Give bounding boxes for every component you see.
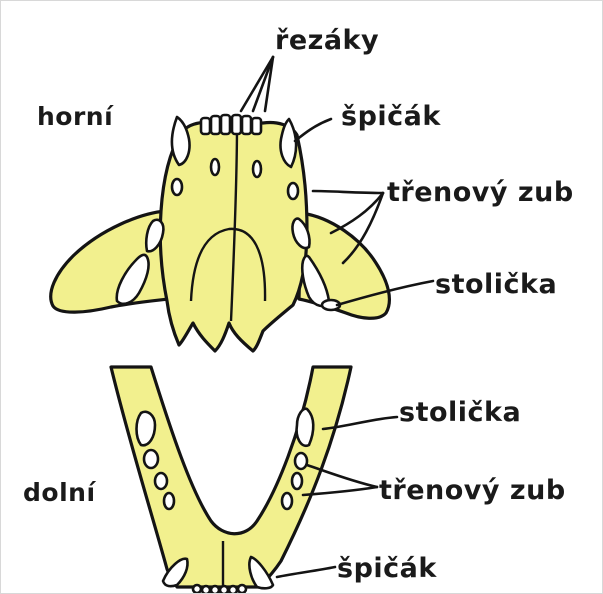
lower-incisor-2 xyxy=(202,586,210,594)
lower-right-premolar-2 xyxy=(282,493,292,509)
upper-incisors xyxy=(201,115,261,134)
label-molar-upper: stolička xyxy=(435,269,557,300)
lower-right-molar-2 xyxy=(295,453,307,469)
upper-incisor-3 xyxy=(221,115,230,134)
lower-incisor-3 xyxy=(211,586,219,594)
lower-right-premolar-1 xyxy=(292,473,302,489)
label-incisors: řezáky xyxy=(275,25,379,56)
upper-left-premolar-2 xyxy=(211,159,219,175)
leader-canine-lower xyxy=(277,567,335,577)
lower-incisor-1 xyxy=(193,585,201,593)
lower-left-premolar-1 xyxy=(155,473,167,489)
upper-incisor-2 xyxy=(211,116,220,134)
upper-incisor-1 xyxy=(201,118,210,134)
upper-incisor-4 xyxy=(232,115,241,134)
lower-incisor-5 xyxy=(229,586,237,594)
lower-left-premolar-2 xyxy=(164,493,174,509)
lower-incisor-6 xyxy=(238,585,246,593)
leader-canine-upper xyxy=(295,119,331,141)
label-canine-lower: špičák xyxy=(337,553,437,584)
lower-jaw xyxy=(111,367,351,594)
lower-left-molar-2 xyxy=(144,450,158,468)
lower-right-molar-1 xyxy=(297,409,314,446)
upper-right-premolar-1 xyxy=(288,183,298,199)
lower-incisor-4 xyxy=(220,586,228,594)
lower-left-molar-1 xyxy=(137,412,156,446)
label-upper-jaw: horní xyxy=(37,102,114,131)
leader-premolar-upper-1 xyxy=(313,191,383,193)
label-molar-lower: stolička xyxy=(399,397,521,428)
upper-left-premolar-1 xyxy=(172,179,182,195)
upper-right-premolar-2 xyxy=(253,161,261,177)
upper-incisor-5 xyxy=(242,116,251,134)
lower-mandible xyxy=(111,367,351,587)
upper-left-canine xyxy=(172,117,190,165)
label-lower-jaw: dolní xyxy=(23,478,96,507)
label-premolar-lower: třenový zub xyxy=(379,475,566,506)
upper-jaw xyxy=(51,115,390,351)
label-canine-upper: špičák xyxy=(341,101,441,132)
label-premolar-upper: třenový zub xyxy=(387,177,574,208)
upper-incisor-6 xyxy=(252,118,261,134)
